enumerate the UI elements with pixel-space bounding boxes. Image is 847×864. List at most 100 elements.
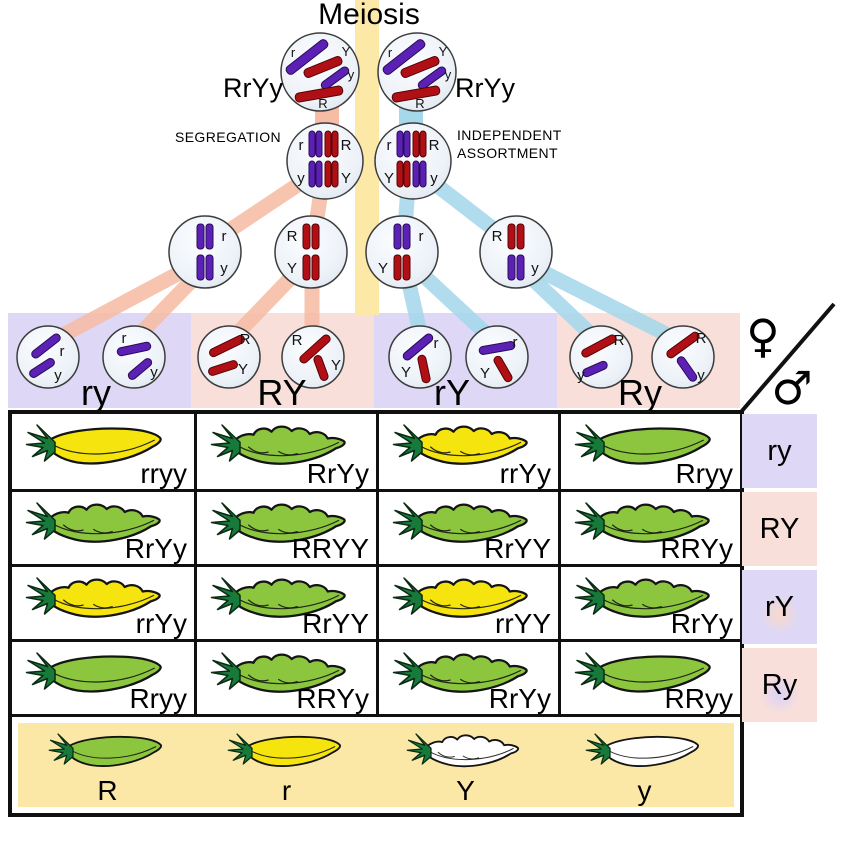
punnett-cell: RRyy xyxy=(558,639,740,714)
row-header-Ry: Ry xyxy=(742,648,817,722)
chromosome-pair-R xyxy=(324,130,339,158)
allele-label: y xyxy=(445,67,452,82)
chromosome-y xyxy=(320,66,350,90)
row-header-rY: rY xyxy=(742,570,817,644)
genotype-label: RrYY xyxy=(484,533,551,564)
row-header-label: ry xyxy=(767,434,792,467)
parent-genotype-right: RrYy xyxy=(455,73,515,103)
allele-label: r xyxy=(434,335,439,352)
punnett-cell: RrYY xyxy=(194,564,376,639)
genotype-label: rryy xyxy=(140,458,187,489)
chromosome-pair-Y xyxy=(396,160,411,188)
gamete-cell: r y xyxy=(16,325,80,389)
allele-label: R xyxy=(492,228,503,245)
division2-cell-RY: R Y xyxy=(274,215,348,289)
male-icon: ♂ xyxy=(771,361,812,413)
column-header-rY: rY xyxy=(434,372,470,413)
allele-label: R xyxy=(415,96,424,111)
allele-label: Y xyxy=(341,170,351,187)
punnett-cell: rryy xyxy=(12,414,194,489)
female-icon: ♀ xyxy=(746,309,780,363)
row-header-RY: RY xyxy=(742,492,817,566)
genotype-label: RrYy xyxy=(670,608,733,639)
punnett-cell: RrYy xyxy=(376,639,558,714)
gamete-cell: r Y xyxy=(388,325,452,389)
allele-label: R xyxy=(318,96,327,111)
legend-allele-label: Y xyxy=(456,775,475,806)
allele-label: R xyxy=(614,332,625,349)
column-header-ry: ry xyxy=(81,372,111,413)
punnett-cell: rrYy xyxy=(376,414,558,489)
allele-label: r xyxy=(387,137,392,154)
genotype-label: rrYy xyxy=(499,458,551,489)
parent-cell-left: r Y y R xyxy=(280,32,360,112)
allele-label: y xyxy=(297,170,305,187)
legend-item: y xyxy=(555,723,734,807)
allele-label: y xyxy=(220,260,228,277)
allele-label: Y xyxy=(331,357,341,374)
gamete-cell: R y xyxy=(651,325,715,389)
allele-legend: R r Y y xyxy=(12,714,740,813)
allele-label: y xyxy=(531,260,539,277)
division2-cell-ry: r y xyxy=(168,215,242,289)
genotype-label: RRYy xyxy=(296,683,369,714)
punnett-cell: RRYy xyxy=(558,489,740,564)
genotype-label: RRYy xyxy=(660,533,733,564)
allele-label: Y xyxy=(342,44,351,59)
punnett-cell: Rryy xyxy=(558,414,740,489)
legend-item: r xyxy=(197,723,376,807)
punnett-square: rryy RrYy rrYy Rryy RrYy RRYY RrYY RRYy … xyxy=(8,410,744,817)
allele-label: R xyxy=(341,137,352,154)
row-header-ry: ry xyxy=(742,414,817,488)
allele-label: Y xyxy=(384,170,394,187)
allele-label: R xyxy=(696,330,707,347)
gamete-cell: R Y xyxy=(281,325,345,389)
genotype-label: Rryy xyxy=(129,683,187,714)
allele-label: r xyxy=(388,45,393,60)
punnett-cell: RRYy xyxy=(194,639,376,714)
punnett-cell: rrYy xyxy=(12,564,194,639)
chromosome-pair-Y xyxy=(324,160,339,188)
pea-pod-illustration xyxy=(565,729,725,779)
row-header-label: Ry xyxy=(761,668,798,701)
division2-cell-Ry: R y xyxy=(479,215,553,289)
chromosome-Y xyxy=(400,56,440,78)
allele-label: R xyxy=(240,331,251,348)
genotype-label: rrYy xyxy=(135,608,187,639)
pea-pod-illustration xyxy=(386,729,546,779)
genotype-label: rrYY xyxy=(495,608,551,639)
allele-label: Y xyxy=(480,365,490,382)
punnett-cell: RRYY xyxy=(194,489,376,564)
chromosome-r xyxy=(285,39,329,75)
allele-label: r xyxy=(291,45,296,60)
legend-allele-label: y xyxy=(637,775,652,806)
row-header-label: RY xyxy=(759,512,800,545)
genotype-label: RRYY xyxy=(291,533,369,564)
genotype-label: RrYY xyxy=(302,608,369,639)
gamete-cell: R Y xyxy=(197,325,261,389)
pea-pod-illustration xyxy=(28,729,188,779)
chromosome-R xyxy=(391,85,441,103)
chromosome-pair-r xyxy=(396,130,411,158)
allele-label: y xyxy=(54,367,62,384)
independent-assortment-label-line1: INDEPENDENT xyxy=(457,127,562,143)
segregation-label: SEGREGATION xyxy=(175,129,281,145)
allele-label: Y xyxy=(401,364,411,381)
chromosome-Y xyxy=(303,56,343,78)
genotype-label: RrYy xyxy=(124,533,187,564)
allele-label: R xyxy=(429,137,440,154)
segregation-cell: r R y Y xyxy=(286,122,364,200)
punnett-cell: rrYY xyxy=(376,564,558,639)
independent-assortment-cell: r R Y y xyxy=(374,122,452,200)
legend-item: R xyxy=(18,723,197,807)
genotype-label: RrYy xyxy=(306,458,369,489)
allele-label: y xyxy=(430,170,438,187)
genotype-label: RrYy xyxy=(488,683,551,714)
chromosome-pair-r xyxy=(308,130,323,158)
punnett-cell: RrYY xyxy=(376,489,558,564)
legend-allele-label: R xyxy=(97,775,118,806)
genotype-label: RRyy xyxy=(664,683,733,714)
column-header-Ry: Ry xyxy=(618,372,662,413)
punnett-cell: RrYy xyxy=(194,414,376,489)
gamete-cell: r Y xyxy=(465,325,529,389)
